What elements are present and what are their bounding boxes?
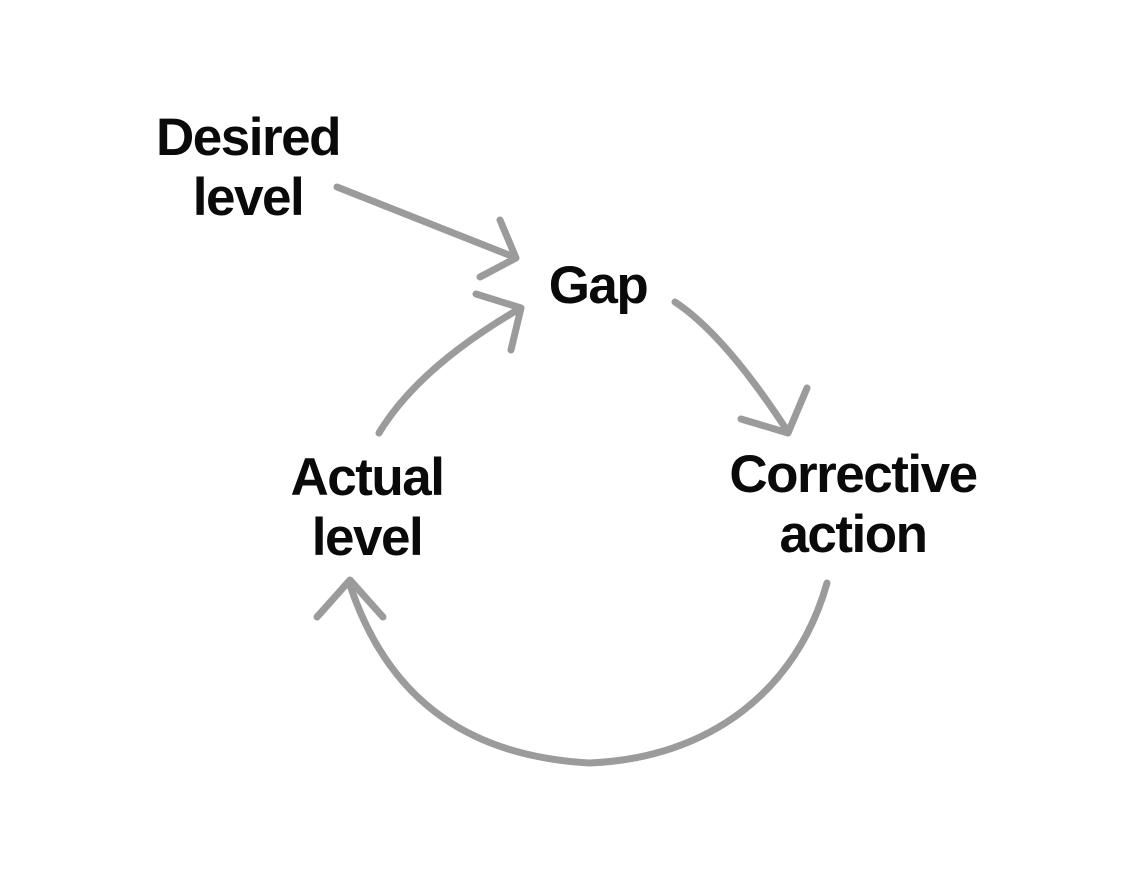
arrowhead-icon <box>476 216 520 281</box>
arrow-shaft <box>671 298 792 436</box>
arrow-corrective-to-actual <box>313 576 831 767</box>
node-gap: Gap <box>548 256 649 315</box>
node-desired-level: Desired level <box>156 108 341 227</box>
arrow-desired-to-gap <box>333 183 520 281</box>
arrow-gap-to-corrective <box>671 298 811 437</box>
arrow-shaft <box>375 305 523 437</box>
arrowhead-icon <box>737 384 811 437</box>
arrowhead-icon <box>472 290 525 354</box>
arrow-shaft <box>333 183 518 261</box>
node-actual-level: Actual level <box>290 448 445 567</box>
arrow-shaft <box>347 579 831 767</box>
arrow-actual-to-gap <box>375 290 525 437</box>
arrowhead-icon <box>313 576 387 621</box>
node-corrective-action: Corrective action <box>729 445 978 564</box>
